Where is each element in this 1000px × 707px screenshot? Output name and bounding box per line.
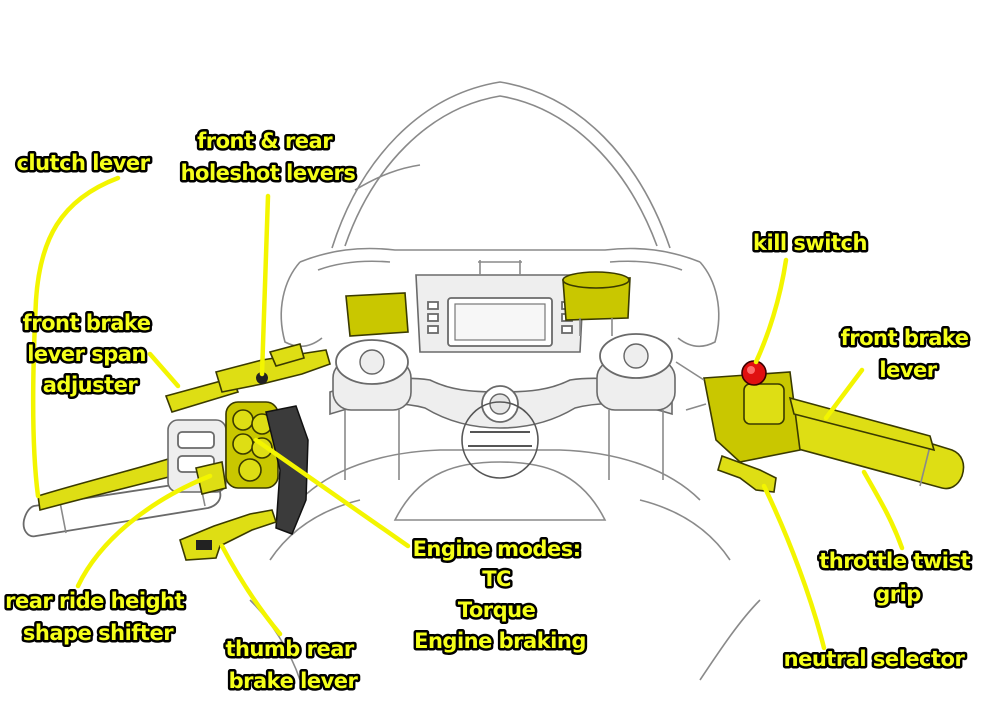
label-holeshot-levers: front & rear holeshot levers [181, 129, 356, 185]
callout-labels: clutch lever front & rear holeshot lever… [3, 127, 977, 696]
leader-clutch-lever [30, 175, 121, 499]
label-kill-switch: kill switch [753, 231, 867, 255]
leader-brake-span [147, 351, 181, 389]
label-engine-modes: Engine modes: TC Torque Engine braking [413, 537, 588, 653]
label-thumb-brake-lever: thumb rear brake lever [225, 637, 360, 693]
leader-throttle [861, 469, 905, 551]
fairing [280, 261, 323, 348]
left-reservoir [345, 292, 409, 337]
front-brake-lever-arm [788, 396, 936, 452]
leader-neutral-selector [761, 483, 827, 651]
leader-ride-height [75, 473, 213, 589]
leader-kill-switch [753, 257, 789, 365]
kill-switch-button [741, 360, 767, 386]
engine-mode-buttons [225, 401, 279, 489]
left-clamp-block [265, 405, 309, 535]
right-fork [596, 333, 676, 480]
fuel-tank [299, 449, 701, 501]
label-front-brake-lever: front brake lever [841, 326, 976, 382]
label-ride-height-shifter: rear ride height shape shifter [5, 589, 191, 645]
motorcycle-illustration [22, 81, 965, 681]
label-clutch-lever: clutch lever [16, 151, 150, 175]
leader-front-brake-lever [823, 367, 865, 421]
leader-lines [30, 175, 905, 651]
leader-engine-modes [253, 437, 411, 549]
leader-thumb-brake [219, 543, 283, 637]
label-front-brake-span-adjuster: front brake lever span adjuster [23, 311, 158, 397]
windscreen [331, 81, 671, 249]
leader-holeshot [259, 193, 271, 377]
label-neutral-selector: neutral selector [784, 647, 966, 671]
left-fork [332, 339, 412, 480]
label-throttle-grip: throttle twist grip [819, 549, 977, 606]
